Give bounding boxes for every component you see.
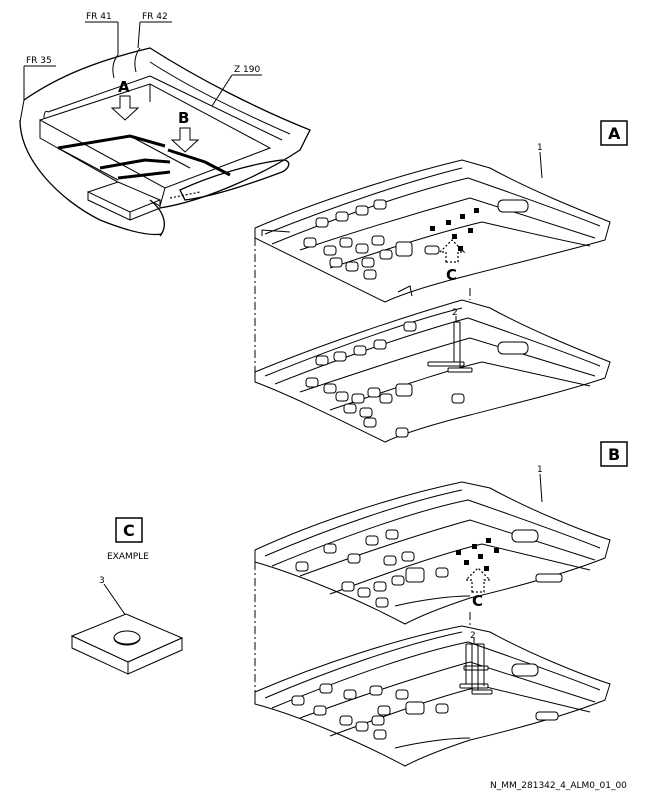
view-a: A — [254, 120, 628, 443]
washer-hole — [113, 630, 141, 646]
fuselage-overview: A B FR 41 FR 42 FR 35 Z 190 — [19, 12, 311, 237]
floor-panel-a-part1: C — [254, 159, 611, 303]
part1-top-label: 1 — [537, 143, 543, 153]
view-b-box-label: B — [608, 445, 620, 464]
view-c-example: C EXAMPLE 3 — [70, 517, 184, 675]
part2-bottom-label: 2 — [470, 631, 476, 641]
fr41-label: FR 41 — [86, 12, 112, 22]
view-c-box-label: C — [123, 521, 135, 540]
floor-panel-a-part2: 2 — [254, 299, 611, 443]
view-a-box-label: A — [608, 124, 621, 143]
view-b-box — [600, 441, 628, 467]
view-c-callout: C — [446, 266, 457, 284]
view-a-box — [600, 120, 628, 146]
view-b: B — [254, 441, 628, 767]
part1-bottom-label: 1 — [537, 465, 543, 475]
fr35-label: FR 35 — [26, 56, 52, 66]
view-c-callout-bottom: C — [472, 592, 483, 610]
arrow-b-label: B — [178, 109, 189, 127]
fr42-label: FR 42 — [142, 12, 168, 22]
floor-panel-b-part1: C — [254, 481, 611, 625]
part3-label: 3 — [99, 576, 105, 586]
example-label: EXAMPLE — [107, 552, 149, 562]
view-c-box — [115, 517, 143, 543]
z190-label: Z 190 — [234, 65, 260, 75]
part2-top-label: 2 — [452, 308, 458, 318]
arrow-a-label: A — [118, 78, 130, 96]
drawing-id: N_MM_281342_4_ALM0_01_00 — [490, 781, 627, 791]
floor-panel-b-part2: 2 — [254, 625, 611, 767]
